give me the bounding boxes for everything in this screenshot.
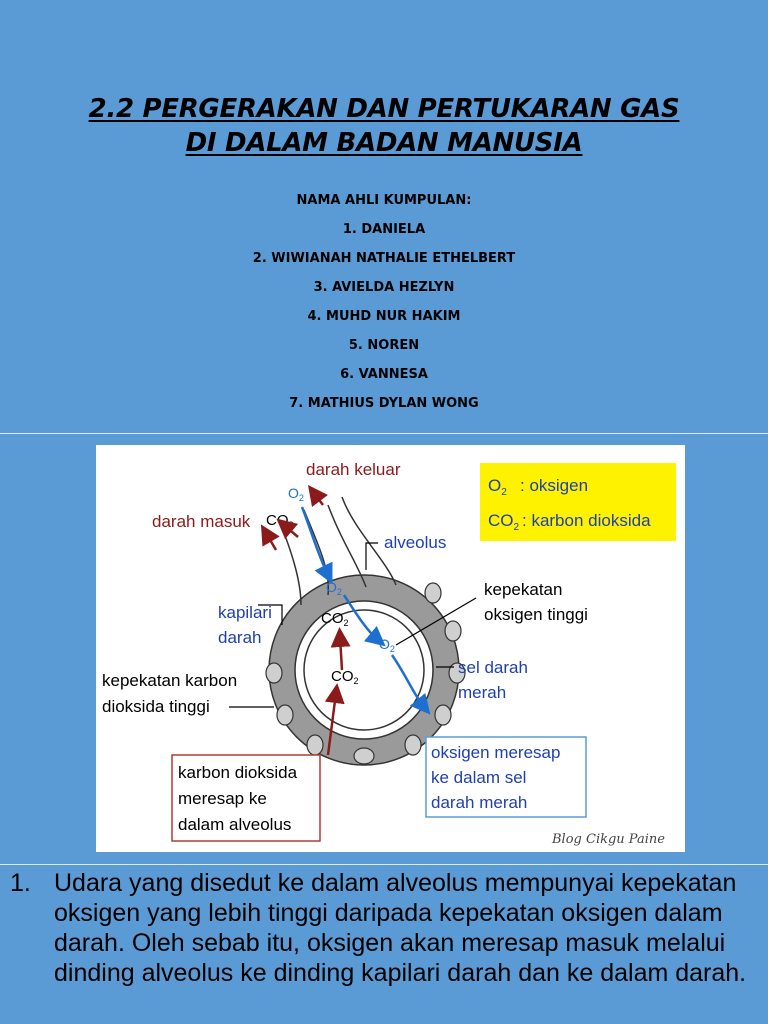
svg-text:dalam alveolus: dalam alveolus: [178, 815, 291, 834]
label-kepekatan: kepekatan: [484, 580, 562, 599]
member-item: 6. VANNESA: [340, 367, 428, 382]
co2-arrows: [260, 485, 351, 756]
explanation-text: Udara yang disedut ke dalam alveolus mem…: [54, 869, 747, 987]
member-item: 1. DANIELA: [342, 222, 426, 237]
label-darah-masuk: darah masuk: [152, 512, 251, 531]
alveolus-illustration: O2 CO2 O2 CO2 O2 CO2 d: [102, 460, 676, 847]
member-item: 3. AVIELDA HEZLYN: [313, 280, 455, 295]
slide-title: 2.2 PERGERAKAN DAN PERTUKARAN GAS DI DAL…: [0, 92, 768, 160]
slide-title-line-2: DI DALAM BADAN MANUSIA: [185, 128, 583, 158]
signature-watermark: Blog Cikgu Paine: [551, 832, 665, 847]
pointer-lines: [229, 542, 477, 708]
legend-co2-text: : karbon dioksida: [522, 511, 651, 530]
svg-text:oksigen meresap: oksigen meresap: [431, 743, 560, 762]
co2-diffusion-box: karbon dioksida meresap ke dalam alveolu…: [171, 754, 321, 842]
label-kapilari: kapilari: [218, 603, 272, 622]
member-heading: NAMA AHLI KUMPULAN:: [296, 193, 472, 208]
o2-arrows: [300, 506, 431, 715]
legend-co2-symbol: CO2: [488, 511, 520, 533]
member-item: 2. WIWIANAH NATHALIE ETHELBERT: [252, 251, 516, 266]
co2-label: CO2: [266, 512, 294, 530]
red-blood-cells: [265, 582, 466, 765]
svg-text:ke dalam sel: ke dalam sel: [431, 768, 526, 787]
label-darah-keluar: darah keluar: [306, 460, 401, 479]
divider-top: [0, 433, 768, 434]
o2-label: O2: [288, 485, 304, 503]
gas-exchange-diagram: O2 CO2 O2 CO2 O2 CO2 d: [96, 445, 685, 852]
list-number: 1.: [10, 869, 31, 897]
member-list: NAMA AHLI KUMPULAN: 1. DANIELA 2. WIWIAN…: [0, 186, 768, 418]
divider-bottom: [0, 864, 768, 865]
explanation-paragraph: 1. Udara yang disedut ke dalam alveolus …: [10, 868, 762, 988]
airway-tube: [278, 496, 397, 606]
co2-label: CO2: [321, 610, 349, 628]
label-alveolus: alveolus: [384, 533, 446, 552]
slide-title-line-1: 2.2 PERGERAKAN DAN PERTUKARAN GAS: [88, 94, 680, 124]
label-kepekatan-karbon: kepekatan karbon: [102, 671, 237, 690]
member-item: 4. MUHD NUR HAKIM: [307, 309, 461, 324]
o2-diffusion-box: oksigen meresap ke dalam sel darah merah: [425, 736, 587, 818]
member-item: 5. NOREN: [348, 338, 420, 353]
legend-o2-symbol: O2: [488, 476, 507, 498]
label-oksigen-tinggi: oksigen tinggi: [484, 605, 588, 624]
legend-o2-text: : oksigen: [520, 476, 588, 495]
co2-label: CO2: [331, 668, 359, 686]
member-item: 7. MATHIUS DYLAN WONG: [289, 396, 479, 411]
svg-text:meresap ke: meresap ke: [178, 789, 267, 808]
label-dioksida-tinggi: dioksida tinggi: [102, 697, 210, 716]
svg-text:darah merah: darah merah: [431, 793, 527, 812]
label-sel-darah: sel darah: [458, 658, 528, 677]
legend-box: O2 : oksigen CO2 : karbon dioksida: [480, 463, 676, 541]
svg-text:karbon dioksida: karbon dioksida: [178, 763, 298, 782]
label-darah: darah: [218, 628, 261, 647]
label-merah: merah: [458, 683, 506, 702]
